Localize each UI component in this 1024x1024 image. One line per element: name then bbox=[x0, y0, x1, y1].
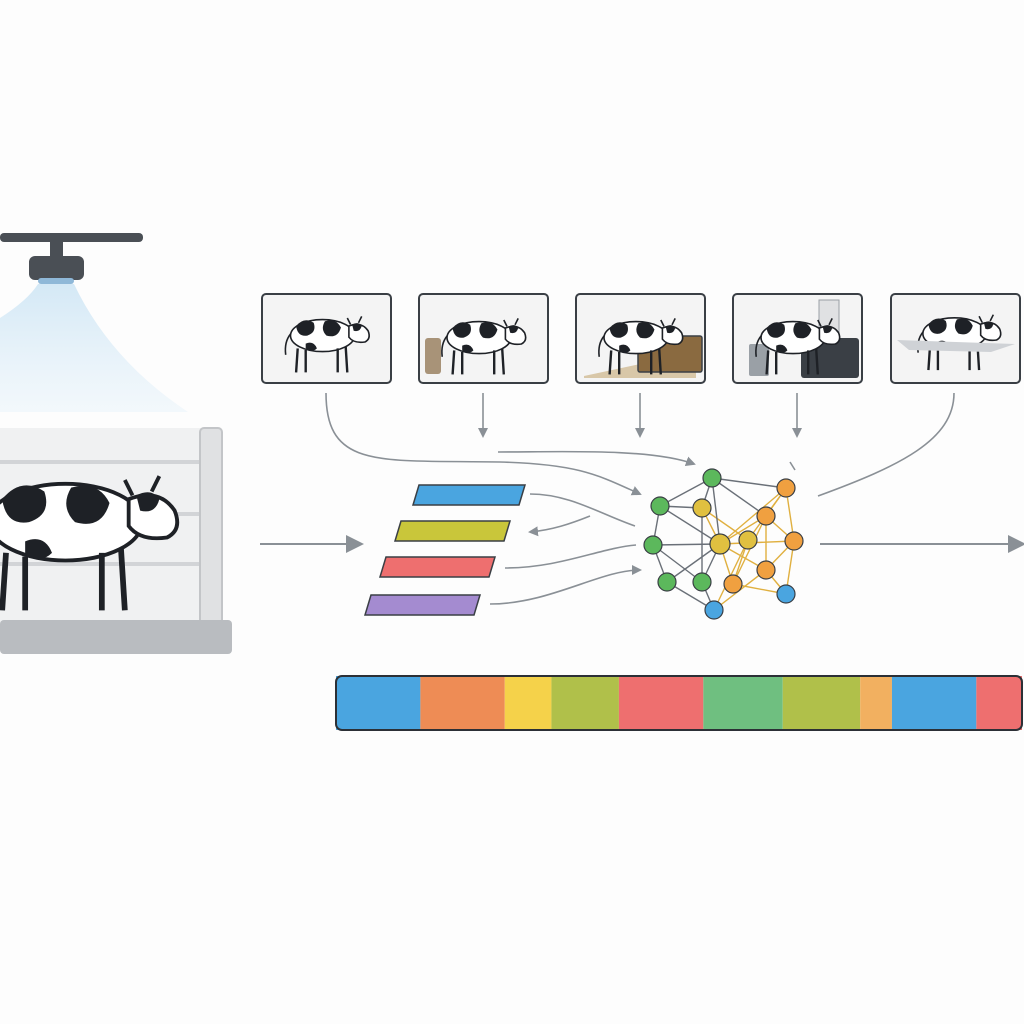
bar-1-link bbox=[529, 493, 636, 527]
timeline-segment-9 bbox=[891, 676, 977, 730]
network-node bbox=[784, 531, 804, 551]
network-edge bbox=[659, 505, 721, 545]
frame-4-tail-link bbox=[789, 461, 796, 471]
ceiling-camera-icon bbox=[0, 233, 143, 284]
bar-4-link bbox=[489, 565, 642, 605]
frame-2-tail-link bbox=[497, 450, 696, 466]
bar-3-link bbox=[504, 544, 637, 569]
bar-2-link bbox=[528, 515, 591, 537]
timeline-border bbox=[335, 675, 1023, 731]
timeline-segment-10 bbox=[976, 676, 1022, 730]
feature-bar-3 bbox=[378, 556, 497, 578]
network-node bbox=[692, 498, 712, 518]
network-edge bbox=[711, 477, 721, 545]
network-node bbox=[657, 572, 677, 592]
frame-cow-feeding-bucket bbox=[418, 293, 549, 384]
network-edge bbox=[659, 477, 713, 507]
feature-bars bbox=[363, 484, 527, 616]
frame-1-link bbox=[325, 392, 642, 496]
network-node bbox=[776, 584, 796, 604]
neural-network-icon bbox=[643, 468, 804, 620]
feature-bar-4 bbox=[363, 594, 482, 616]
feature-bar-1 bbox=[411, 484, 527, 506]
network-node bbox=[692, 572, 712, 592]
network-edge bbox=[652, 544, 703, 583]
timeline-segment-2 bbox=[420, 676, 505, 730]
frame-cow-standing bbox=[261, 293, 392, 384]
network-node bbox=[702, 468, 722, 488]
network-node bbox=[723, 574, 743, 594]
network-edge bbox=[652, 543, 721, 546]
network-edge bbox=[711, 477, 787, 489]
network-edge bbox=[732, 515, 767, 585]
bucket bbox=[425, 338, 441, 374]
network-node bbox=[709, 533, 731, 555]
cow-shadow bbox=[897, 340, 1015, 352]
behavior-timeline bbox=[335, 675, 1023, 731]
network-node bbox=[776, 478, 796, 498]
timeline-segment-1 bbox=[336, 676, 421, 730]
timeline-segment-6 bbox=[703, 676, 783, 730]
timeline-segment-4 bbox=[551, 676, 619, 730]
frame-5-link bbox=[817, 392, 955, 497]
frame-cow-lying-stretched bbox=[890, 293, 1021, 384]
network-node bbox=[756, 560, 776, 580]
network-node bbox=[650, 496, 670, 516]
frame-cow-at-feeder-box bbox=[575, 293, 706, 384]
timeline-segment-7 bbox=[782, 676, 861, 730]
bucket bbox=[749, 344, 769, 376]
camera-view-cone bbox=[0, 284, 188, 412]
network-node bbox=[756, 506, 776, 526]
network-node bbox=[704, 600, 724, 620]
network-node bbox=[738, 530, 758, 550]
frame-connectors bbox=[325, 392, 955, 605]
timeline-segment-3 bbox=[504, 676, 552, 730]
frame-cow-at-feeder-machine bbox=[732, 293, 863, 384]
timeline-segment-8 bbox=[860, 676, 892, 730]
network-edge bbox=[719, 487, 787, 545]
network-edge bbox=[711, 477, 767, 517]
feature-bar-2 bbox=[393, 520, 512, 542]
video-frames bbox=[261, 293, 1021, 384]
timeline-segment-5 bbox=[618, 676, 704, 730]
network-node bbox=[643, 535, 663, 555]
network-edge bbox=[666, 543, 721, 583]
